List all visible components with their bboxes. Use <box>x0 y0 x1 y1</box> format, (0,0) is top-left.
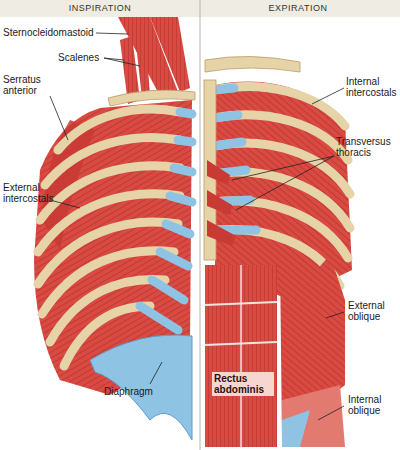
rectus-abdominis-muscle <box>205 265 277 447</box>
sternocleidomastoid-muscle <box>150 17 190 92</box>
panel-heading: INSPIRATION <box>0 2 200 14</box>
muscle-label: Rectus abdominis <box>212 372 274 396</box>
muscle-label: Sternocleidomastoid <box>3 27 99 38</box>
aponeurosis <box>282 410 310 447</box>
muscle-label: Serratus anterior <box>3 74 55 96</box>
muscle-label: Scalenes <box>58 52 108 63</box>
panel-heading: EXPIRATION <box>198 2 398 14</box>
muscle-label: Internal oblique <box>348 394 398 416</box>
muscle-label: Diaphragm <box>104 386 164 397</box>
internal-oblique-muscle <box>282 385 345 447</box>
scalene-muscle <box>136 42 150 98</box>
diaphragm-muscle <box>90 335 192 440</box>
leader-lines <box>232 88 344 420</box>
muscle-label: Transversus thoracis <box>336 136 398 158</box>
muscle-label: External intercostals <box>3 182 55 204</box>
muscle-label: External oblique <box>348 300 398 322</box>
ribs <box>38 109 192 366</box>
leader-lines <box>50 33 162 384</box>
transversus-thoracis-muscle <box>207 160 236 246</box>
clavicle <box>205 56 300 72</box>
muscle-label: Internal intercostals <box>346 76 398 98</box>
